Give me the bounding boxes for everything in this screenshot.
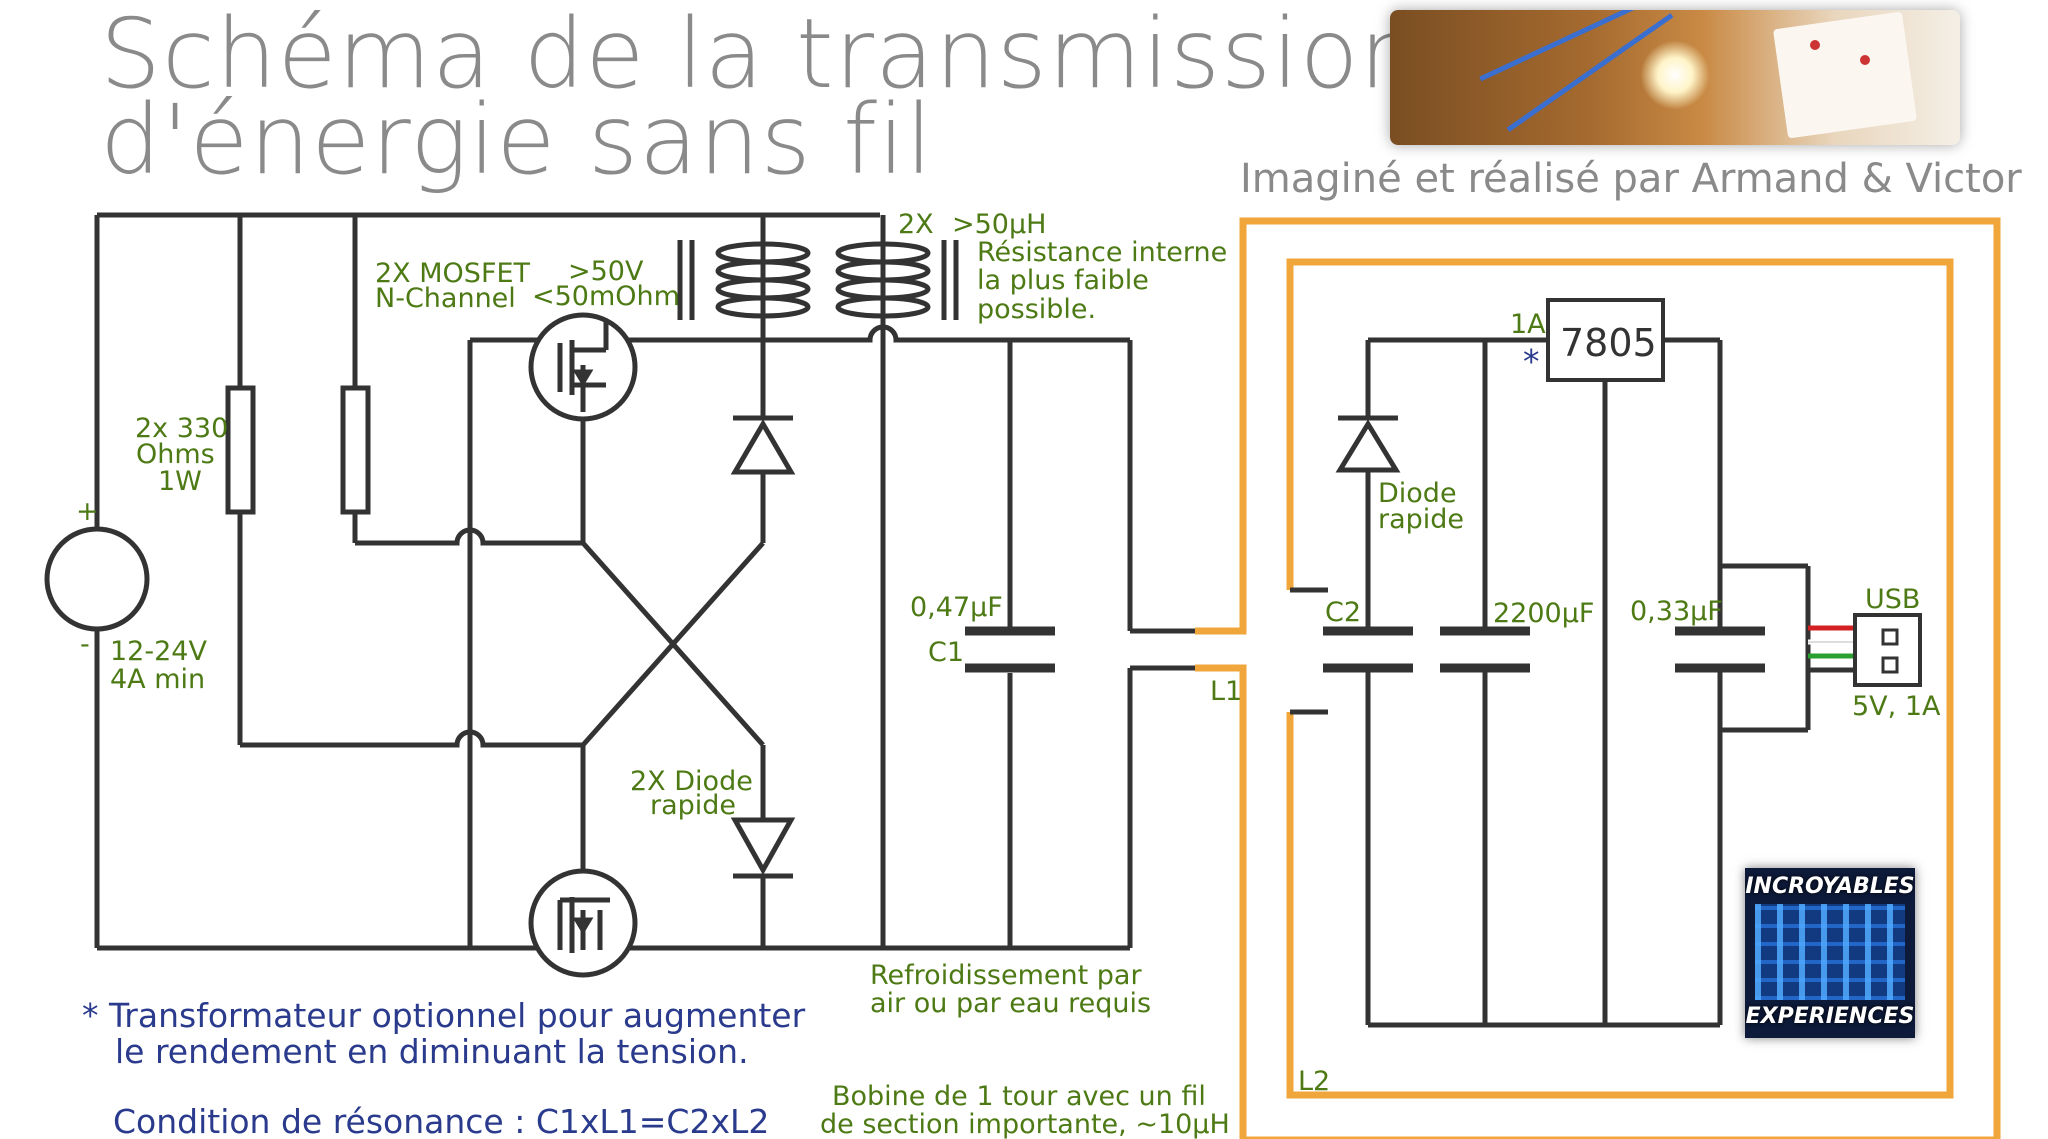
- rx-diode-label-line2: rapide: [1378, 504, 1464, 535]
- capacitor-c1: [965, 626, 1055, 673]
- coil-note-line2: la plus faible: [977, 265, 1149, 296]
- diagram-title-line1: Schéma de la transmission: [100, 0, 1422, 110]
- transmitter-wiring: [94, 212, 1195, 951]
- cap-2200uf-label: 2200µF: [1493, 598, 1594, 629]
- resistor-label-line3: 1W: [158, 466, 202, 497]
- coil-description-line1: Bobine de 1 tour avec un fil: [832, 1081, 1206, 1112]
- usb-connector: [1808, 613, 1922, 687]
- diagram-title-line2: d'énergie sans fil: [100, 84, 934, 196]
- plus-sign: +: [76, 496, 99, 527]
- mosfet-lower: [528, 868, 638, 978]
- l2-label: L2: [1298, 1066, 1330, 1097]
- transformer-note-line1: * Transformateur optionnel pour augmente…: [82, 996, 806, 1035]
- diode-lower: [730, 817, 796, 879]
- resonance-condition: Condition de résonance : C1xL1=C2xL2: [113, 1102, 769, 1139]
- resistor-label-line2: Ohms: [136, 439, 215, 470]
- capacitor-2200uf: [1440, 626, 1530, 673]
- resistor-1: [225, 385, 256, 515]
- regulator-label: 7805: [1560, 321, 1657, 365]
- supply-current-label: 4A min: [110, 664, 205, 695]
- capacitor-c2: [1323, 626, 1413, 673]
- diode-receiver: [1335, 415, 1401, 473]
- incroyables-experiences-logo: INCROYABLES EXPERIENCES: [1745, 868, 1915, 1038]
- cooling-note-line2: air ou par eau requis: [870, 988, 1151, 1019]
- prototype-photo: [1390, 10, 1960, 145]
- mosfet-resistance-label: <50mOhm: [532, 281, 680, 312]
- regulator-asterisk: *: [1523, 342, 1540, 381]
- usb-spec-label: 5V, 1A: [1852, 691, 1941, 722]
- logo-text-bottom: EXPERIENCES: [1745, 1004, 1915, 1029]
- receiver-wiring: [1290, 337, 1811, 1028]
- regulator-box: [1546, 298, 1665, 382]
- resistor-label-line1: 2x 330: [135, 413, 228, 444]
- cap-033uf-label: 0,33µF: [1630, 596, 1723, 627]
- capacitor-033uf: [1675, 626, 1765, 673]
- diode-upper: [730, 415, 796, 475]
- usb-label: USB: [1865, 584, 1920, 615]
- transformer-note-line2: le rendement en diminuant la tension.: [115, 1032, 749, 1071]
- c1-value-label: 0,47µF: [910, 592, 1003, 623]
- coil-description-line2: de section importante, ~10µH: [820, 1109, 1230, 1139]
- rx-diode-label-line1: Diode: [1378, 478, 1457, 509]
- minus-sign: -: [80, 629, 90, 660]
- diodes-label-line2: rapide: [650, 790, 736, 821]
- coil-count-label: 2X: [898, 209, 934, 240]
- resistor-2: [340, 385, 371, 515]
- mosfet-upper: [528, 312, 638, 422]
- mosfet-voltage-label: >50V: [568, 256, 644, 287]
- logo-text-top: INCROYABLES: [1745, 874, 1915, 899]
- coil-l1: [1195, 217, 2001, 1139]
- mosfet-label-line2: N-Channel: [375, 283, 516, 314]
- diodes-label-line1: 2X Diode: [630, 766, 753, 797]
- transformer: [677, 240, 959, 320]
- coil-note-line3: possible.: [977, 294, 1096, 325]
- c2-label: C2: [1325, 597, 1361, 628]
- supply-voltage-label: 12-24V: [110, 636, 207, 667]
- dc-source-symbol: [44, 526, 150, 632]
- author-credit: Imaginé et réalisé par Armand & Victor: [1240, 156, 2022, 202]
- c1-name-label: C1: [928, 637, 964, 668]
- coil-inductance-label: >50µH: [952, 209, 1046, 240]
- mosfet-label-line1: 2X MOSFET: [375, 258, 531, 289]
- l1-label: L1: [1210, 676, 1242, 707]
- coil-l2: [1286, 258, 1954, 1099]
- cooling-note-line1: Refroidissement par: [870, 960, 1142, 991]
- regulator-current-label: 1A: [1510, 309, 1546, 340]
- coil-note-line1: Résistance interne: [977, 237, 1227, 268]
